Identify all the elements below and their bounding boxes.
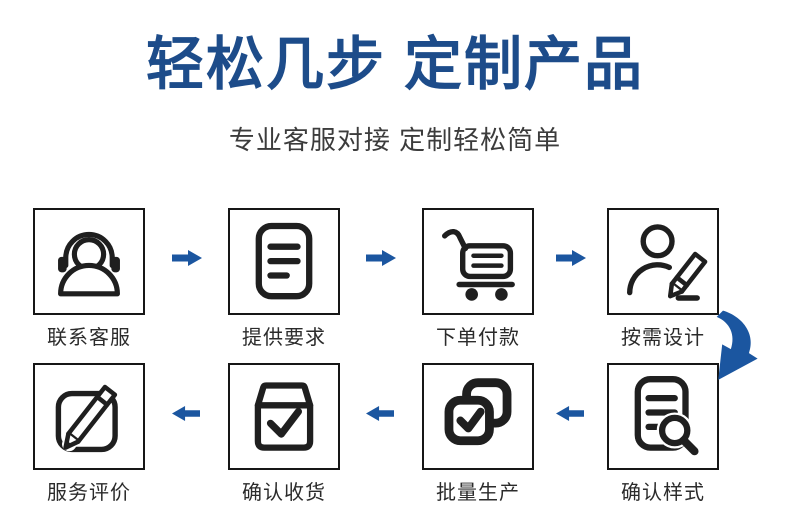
flow-arrow-right-2 — [366, 250, 396, 266]
step-label: 确认收货 — [242, 482, 326, 504]
step-place-order-pay: 下单付款 — [422, 208, 534, 350]
shopping-cart-icon — [442, 228, 515, 301]
service-review-pencil-icon — [55, 382, 118, 452]
step-batch-production: 批量生产 — [422, 363, 534, 505]
requirements-document-icon — [255, 222, 313, 299]
flow-arrow-left-3 — [172, 406, 200, 421]
flow-arrow-right-1 — [172, 250, 202, 266]
step-label: 提供要求 — [242, 327, 326, 349]
step-icon-box — [422, 363, 534, 470]
flow-arrow-left-1 — [556, 406, 584, 421]
step-icon-box — [422, 208, 534, 315]
step-contact-service: 联系客服 — [33, 208, 145, 350]
headset-agent-icon — [58, 231, 120, 296]
step-icon-box — [228, 363, 340, 470]
step-provide-requirements: 提供要求 — [228, 208, 340, 350]
step-label: 下单付款 — [436, 327, 520, 349]
page-subtitle: 专业客服对接 定制轻松简单 — [228, 125, 562, 155]
flow-arrow-left-2 — [366, 406, 394, 421]
design-person-pencil-icon — [627, 223, 708, 301]
step-confirm-receipt: 确认收货 — [228, 363, 340, 505]
batch-production-layers-icon — [444, 377, 512, 445]
step-icon-box — [33, 363, 145, 470]
step-label: 联系客服 — [47, 327, 131, 349]
step-design-on-demand: 按需设计 — [607, 208, 719, 350]
step-icon-box — [607, 363, 719, 470]
step-label: 按需设计 — [621, 327, 705, 349]
step-confirm-style: 确认样式 — [607, 363, 719, 505]
step-label: 服务评价 — [47, 482, 131, 504]
package-received-check-icon — [254, 381, 314, 451]
step-service-review: 服务评价 — [33, 363, 145, 505]
step-icon-box — [607, 208, 719, 315]
step-label: 批量生产 — [436, 482, 520, 504]
step-icon-box — [228, 208, 340, 315]
curved-connector-arrow — [716, 310, 758, 380]
flow-arrow-right-3 — [556, 250, 586, 266]
step-icon-box — [33, 208, 145, 315]
step-label: 确认样式 — [621, 482, 705, 504]
page-title: 轻松几步 定制产品 — [145, 32, 645, 97]
style-review-magnifier-icon — [634, 375, 699, 455]
